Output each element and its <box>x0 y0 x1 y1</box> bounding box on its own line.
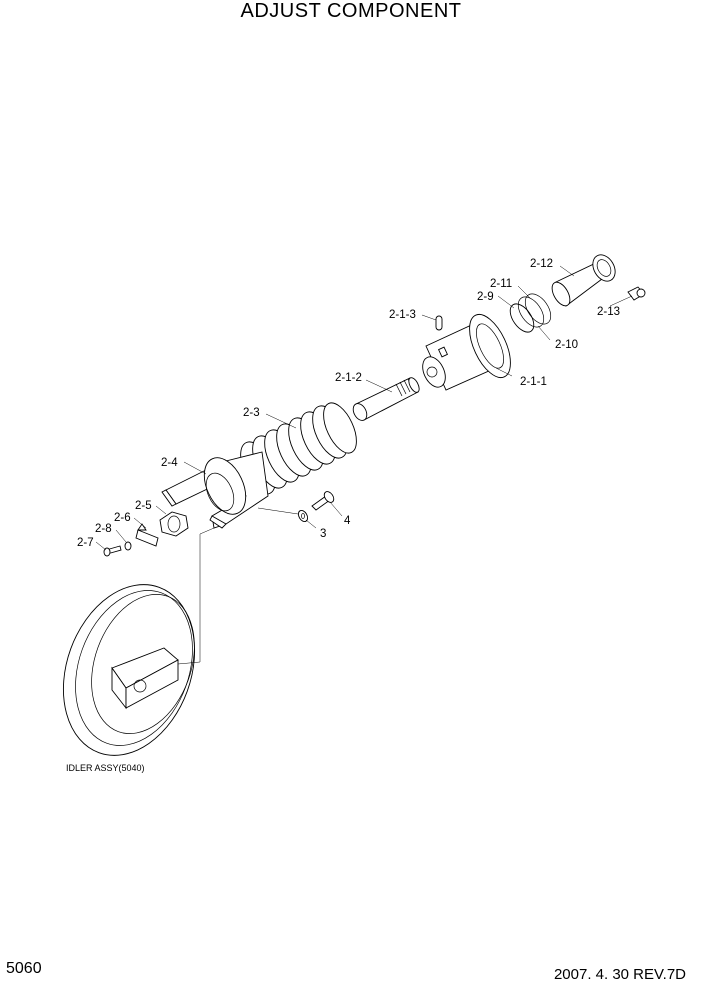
revision-date: 2007. 4. 30 REV.7D <box>553 966 686 983</box>
part-2-12-pin[interactable] <box>548 251 619 309</box>
part-3-washer[interactable] <box>297 509 310 523</box>
callout-2-10: 2-10 <box>555 339 578 351</box>
callout-2-4: 2-4 <box>161 457 178 469</box>
callout-2-3: 2-3 <box>243 407 260 419</box>
callout-2-7: 2-7 <box>77 537 94 549</box>
part-2-10-ring[interactable] <box>520 289 556 328</box>
callout-2-5: 2-5 <box>135 500 152 512</box>
part-2-1-1-housing[interactable] <box>418 308 519 391</box>
callout-4: 4 <box>344 515 351 527</box>
idler-assembly[interactable] <box>41 566 218 774</box>
callout-2-9: 2-9 <box>477 291 494 303</box>
part-2-5-nut[interactable] <box>159 511 189 537</box>
callout-2-12: 2-12 <box>530 258 553 270</box>
page-number: 5060 <box>6 960 42 977</box>
part-2-11-ring[interactable] <box>513 292 549 331</box>
part-2-6-lock-plate[interactable] <box>135 523 159 547</box>
callout-2-11: 2-11 <box>490 278 512 290</box>
callout-2-8: 2-8 <box>95 523 112 535</box>
callout-2-6: 2-6 <box>114 512 131 524</box>
part-2-8-washer[interactable] <box>124 541 132 551</box>
page-title: ADJUST COMPONENT <box>240 0 462 22</box>
part-2-1-2-rod[interactable] <box>350 376 421 423</box>
callout-2-1-2: 2-1-2 <box>335 372 362 384</box>
callout-2-13: 2-13 <box>597 306 620 318</box>
callout-3: 3 <box>320 528 326 540</box>
part-4-bolt[interactable] <box>311 490 336 511</box>
idler-assy-label: IDLER ASSY(5040) <box>66 763 145 773</box>
part-2-1-3-pin[interactable] <box>435 315 443 331</box>
callout-2-1-1: 2-1-1 <box>520 376 547 388</box>
part-2-7-bolt[interactable] <box>103 545 122 557</box>
callout-2-1-3: 2-1-3 <box>389 309 416 321</box>
part-2-13-fitting[interactable] <box>627 286 646 301</box>
